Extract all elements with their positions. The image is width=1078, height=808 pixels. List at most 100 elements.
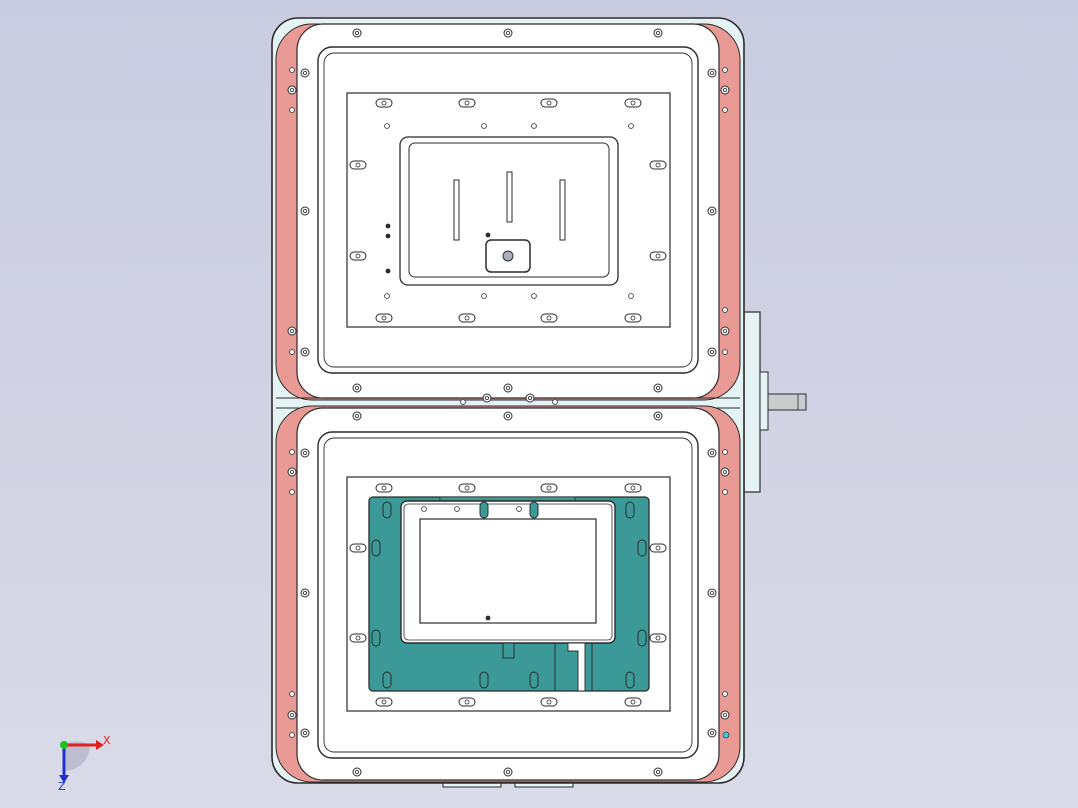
screw-icon [720, 326, 730, 336]
hole-icon [628, 293, 634, 299]
screw-head-icon [723, 469, 728, 474]
hole-icon [460, 399, 466, 405]
screw-icon [300, 728, 310, 738]
bottom-chamber[interactable] [275, 405, 741, 783]
hole-icon [628, 123, 634, 129]
triad-x-arrow-icon [96, 740, 104, 750]
triad-z-label: Z [58, 780, 66, 793]
screw-icon [287, 326, 297, 336]
hole-icon [289, 732, 295, 738]
screw-head-icon [723, 713, 728, 718]
vertical-slot-icon [382, 501, 392, 519]
screw-head-icon [505, 385, 510, 390]
slot-icon [458, 483, 476, 493]
top-slot-center [506, 171, 513, 223]
hole-icon [385, 233, 391, 239]
screw-icon [503, 767, 513, 777]
triad-shadow [64, 741, 90, 771]
slot-icon [540, 98, 558, 108]
screw-icon [503, 383, 513, 393]
screw-head-icon [656, 413, 661, 418]
screw-icon [720, 85, 730, 95]
top-tray-inner [408, 142, 610, 278]
slot-icon [540, 313, 558, 323]
screw-icon [300, 68, 310, 78]
screw-icon [707, 588, 717, 598]
hole-icon [722, 449, 728, 455]
side-shaft-assembly[interactable] [743, 311, 807, 493]
display-screen[interactable] [419, 518, 597, 624]
slot-icon [624, 483, 642, 493]
screw-icon [720, 467, 730, 477]
hole-icon [385, 223, 391, 229]
screw-head-icon [354, 385, 359, 390]
slot-icon [624, 697, 642, 707]
screw-head-icon [354, 770, 359, 775]
side-bracket-plate [743, 311, 761, 493]
screw-head-icon [302, 71, 307, 76]
slot-icon [458, 98, 476, 108]
vertical-slot-icon [479, 671, 489, 689]
slot-icon [375, 697, 393, 707]
bottom-inner-rail-inset [323, 437, 693, 753]
screw-head-icon [710, 349, 715, 354]
hole-icon [421, 506, 427, 512]
screw-icon [352, 767, 362, 777]
screw-head-icon [302, 349, 307, 354]
screw-head-icon [302, 450, 307, 455]
bottom-inner-rail [317, 431, 699, 759]
screw-head-icon [289, 328, 294, 333]
screw-icon [300, 347, 310, 357]
slot-icon [624, 313, 642, 323]
screw-head-icon [710, 208, 715, 213]
screw-head-icon [289, 469, 294, 474]
vertical-slot-icon [529, 501, 539, 519]
screw-icon [300, 588, 310, 598]
screw-head-icon [354, 413, 359, 418]
hole-icon [722, 691, 728, 697]
slot-icon [540, 697, 558, 707]
screw-icon [287, 710, 297, 720]
top-slot-right [559, 179, 566, 241]
screw-icon [707, 728, 717, 738]
screw-head-icon [656, 30, 661, 35]
slot-screw-icon [381, 100, 387, 106]
hole-icon [531, 293, 537, 299]
hole-icon [454, 506, 460, 512]
screw-icon [482, 393, 492, 403]
screw-head-icon [710, 591, 715, 596]
display-bezel [403, 503, 613, 641]
vertical-slot-icon [371, 629, 381, 647]
slot-screw-icon [546, 485, 552, 491]
screw-icon [287, 85, 297, 95]
hole-icon [531, 123, 537, 129]
slot-screw-icon [381, 315, 387, 321]
shaft [767, 393, 807, 411]
screw-icon [720, 710, 730, 720]
slot-screw-icon [630, 315, 636, 321]
slot-screw-icon [655, 253, 661, 259]
screw-icon [503, 28, 513, 38]
screw-icon [352, 411, 362, 421]
screw-icon [653, 411, 663, 421]
screw-head-icon [484, 395, 489, 400]
screw-icon [352, 28, 362, 38]
screw-head-icon [354, 30, 359, 35]
hole-icon [384, 293, 390, 299]
hole-icon [289, 449, 295, 455]
vertical-slot-icon [371, 539, 381, 557]
slot-icon [649, 251, 667, 261]
vertical-slot-icon [625, 671, 635, 689]
board-indicator-led [722, 731, 730, 739]
top-slot-left [453, 179, 460, 241]
screw-icon [707, 448, 717, 458]
screw-head-icon [656, 385, 661, 390]
slot-screw-icon [655, 162, 661, 168]
coordinate-triad[interactable]: X Z [58, 734, 111, 793]
slot-icon [540, 483, 558, 493]
hole-icon [485, 615, 491, 621]
top-chamber[interactable] [275, 23, 741, 401]
slot-screw-icon [630, 699, 636, 705]
